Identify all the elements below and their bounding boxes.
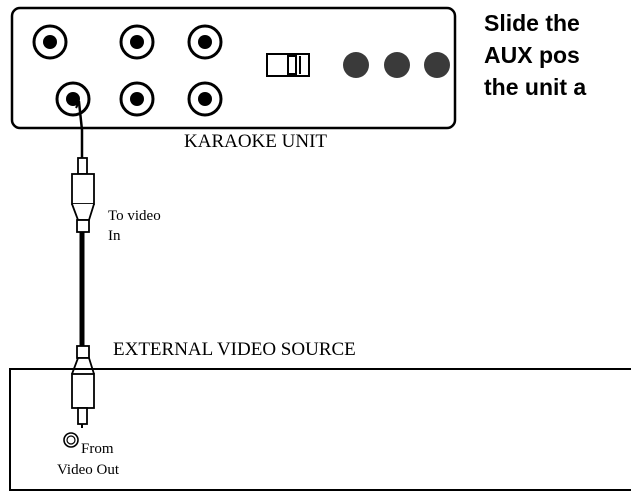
button-dot-2 xyxy=(384,52,410,78)
rca-jack-bottom-3 xyxy=(187,81,223,117)
cable-label-line-1: To video xyxy=(108,208,161,224)
cable-top-wire xyxy=(70,97,84,160)
instruction-line-2: AUX pos xyxy=(484,42,580,68)
cable-label-line-2: In xyxy=(108,228,121,244)
rca-jack-top-2 xyxy=(119,24,155,60)
jack-label-from: From xyxy=(81,441,114,457)
rca-jack-bottom-2 xyxy=(119,81,155,117)
rca-jack-top-3 xyxy=(187,24,223,60)
instruction-line-1: Slide the xyxy=(484,10,580,36)
karaoke-unit-label: KARAOKE UNIT xyxy=(184,131,328,152)
external-source-box xyxy=(9,368,631,491)
rca-plug-bottom xyxy=(71,345,95,428)
cable-label: To video In xyxy=(108,206,161,246)
slide-switch xyxy=(266,53,310,77)
button-dot-1 xyxy=(343,52,369,78)
button-dot-3 xyxy=(424,52,450,78)
jack-label-video-out: Video Out xyxy=(57,462,120,478)
video-out-jack xyxy=(63,432,79,448)
instruction-text: Slide the AUX pos the unit a xyxy=(484,7,586,103)
external-source-label: EXTERNAL VIDEO SOURCE xyxy=(113,339,356,360)
rca-jack-top-1 xyxy=(32,24,68,60)
instruction-line-3: the unit a xyxy=(484,74,587,100)
rca-plug-top xyxy=(71,157,95,233)
